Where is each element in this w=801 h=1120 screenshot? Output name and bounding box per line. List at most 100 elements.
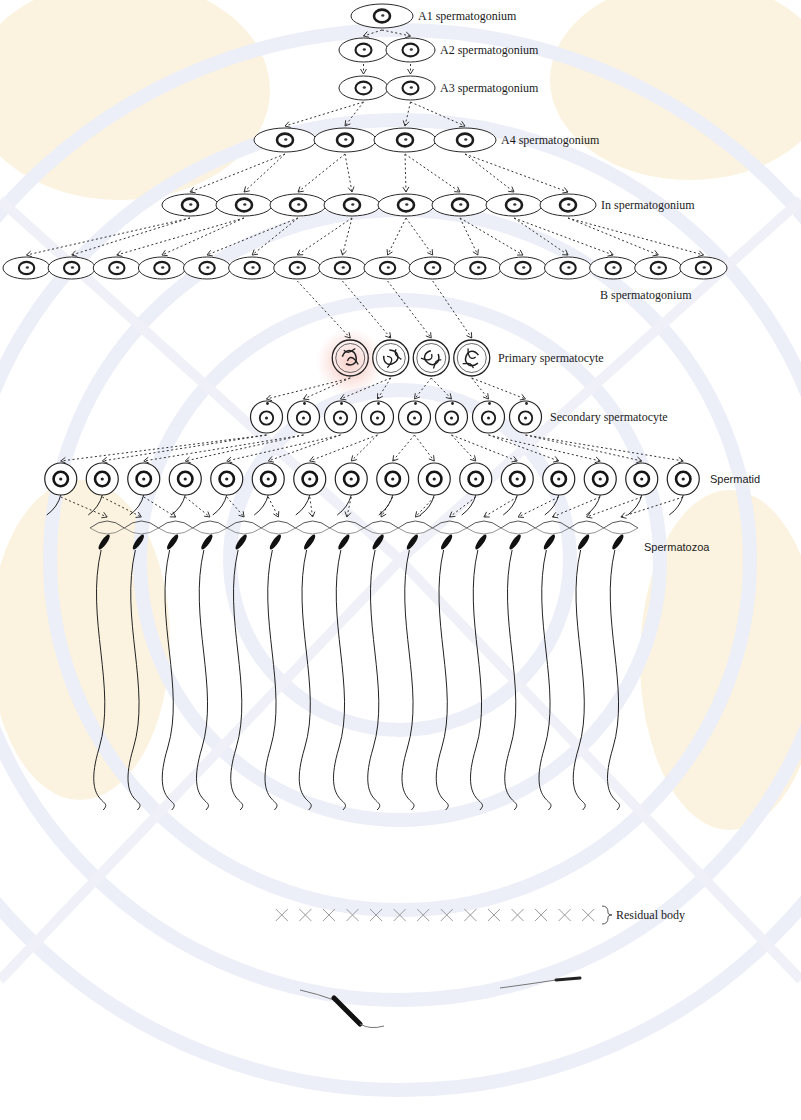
- cytoplasm-arc: [604, 521, 638, 528]
- arrow-head: [252, 250, 258, 255]
- spermatid-cell: [169, 463, 201, 495]
- spermatid-cell: [335, 463, 367, 495]
- dotted-connector: [406, 218, 433, 255]
- cell-illustration: [90, 518, 638, 558]
- stage-label: A1 spermatogonium: [418, 9, 516, 23]
- dotted-connector: [415, 435, 435, 461]
- sperm-head: [97, 533, 112, 551]
- residual-fragment: [559, 909, 571, 921]
- cell-nucleus: [54, 472, 68, 486]
- dotted-arrow-group: [61, 497, 684, 518]
- spermatogonium-cell: [314, 128, 376, 152]
- secondary-spermatocyte-cell: [510, 401, 542, 433]
- spermatogonium-cell: [386, 76, 435, 100]
- dotted-connector: [388, 218, 406, 255]
- cell-nucleus: [445, 411, 458, 424]
- cell-nucleus: [560, 199, 576, 212]
- cell-row: Spermatozoa: [90, 518, 638, 558]
- cell-nucleus: [482, 411, 495, 424]
- sperm-tail: [505, 550, 517, 810]
- spermatid-cell: [543, 463, 575, 495]
- centriole: [525, 402, 528, 405]
- sperm-tail: [197, 550, 209, 810]
- cell-row: Residual body: [270, 905, 600, 925]
- spermatid-tail: [545, 495, 559, 515]
- residual-fragment: [559, 909, 571, 921]
- stage-label: Secondary spermatocyte: [550, 410, 668, 424]
- arrow-head: [117, 251, 123, 257]
- sperm-tail: [608, 550, 620, 810]
- arrow-head: [518, 512, 524, 517]
- arrow-head: [341, 249, 347, 255]
- cell-row: B spermatogonium: [4, 256, 726, 280]
- brace-symbol: [602, 906, 612, 924]
- spermatid-tail: [462, 495, 476, 515]
- spermatogonium-cell: [540, 194, 596, 216]
- sperm-tail: [334, 550, 346, 810]
- arrow-head: [304, 394, 310, 399]
- cell-nucleus: [403, 82, 419, 95]
- sperm-tail: [128, 550, 140, 810]
- cell-nucleus: [334, 411, 347, 424]
- nucleolus: [297, 266, 300, 269]
- arrow-head: [587, 512, 593, 518]
- spermatid-tail: [47, 495, 61, 515]
- cell-illustration: [4, 256, 726, 280]
- cytoplasm-arc: [604, 528, 638, 534]
- nucleolus: [410, 86, 413, 89]
- dotted-connector: [297, 281, 350, 338]
- cell-nucleus: [398, 199, 414, 212]
- decoration: [0, 30, 801, 1090]
- nucleolus: [516, 477, 519, 480]
- sperm-head: [302, 533, 317, 551]
- dotted-connector: [304, 378, 351, 399]
- dotted-connector: [460, 218, 523, 255]
- cytoplasm-arc: [227, 521, 261, 528]
- cytoplasm-arc: [433, 528, 467, 534]
- dotted-connector: [345, 102, 364, 126]
- nucleolus: [450, 417, 453, 420]
- nucleolus: [265, 417, 268, 420]
- cytoplasm-arc: [261, 528, 295, 534]
- secondary-spermatocyte-cell: [325, 401, 357, 433]
- dotted-connector: [393, 435, 415, 461]
- centriole: [414, 402, 417, 405]
- spermatogonium-cell: [434, 128, 496, 152]
- spermatid-cell: [86, 463, 118, 495]
- cytoplasm-arc: [535, 521, 569, 528]
- nucleolus: [342, 266, 345, 269]
- cell-nucleus: [552, 472, 566, 486]
- decoration: [300, 990, 334, 1000]
- sperm-head: [610, 533, 625, 551]
- dotted-connector: [144, 497, 176, 517]
- arrow-head: [427, 249, 432, 255]
- nucleolus: [567, 266, 570, 269]
- cytoplasm-arc: [501, 528, 535, 534]
- cell-row: A2 spermatogonium: [340, 37, 434, 63]
- residual-fragment: [441, 909, 453, 921]
- arrow-head: [385, 332, 391, 338]
- spermatid-tail: [669, 495, 683, 515]
- dotted-connector: [341, 378, 391, 399]
- cell-nucleus: [515, 262, 530, 274]
- residual-fragment: [370, 909, 382, 921]
- residual-fragment: [535, 909, 547, 921]
- cell-nucleus: [137, 472, 151, 486]
- stage-label: Primary spermatocyte: [498, 351, 604, 365]
- sperm-head: [473, 533, 488, 551]
- arrow-head: [403, 187, 409, 192]
- cell-nucleus: [452, 199, 468, 212]
- cytoplasm-arc: [501, 521, 535, 528]
- nucleolus: [640, 477, 643, 480]
- residual-fragment: [417, 909, 429, 921]
- sperm-head: [405, 533, 420, 551]
- dotted-connector: [227, 435, 341, 461]
- nucleolus: [101, 477, 104, 480]
- arrow-head: [653, 250, 659, 256]
- chromosome: [394, 349, 401, 361]
- nucleolus: [376, 417, 379, 420]
- cell-nucleus: [457, 134, 473, 147]
- decoration: [550, 0, 801, 180]
- cell-row: A4 spermatogonium: [255, 127, 495, 153]
- cytoplasm-arc: [124, 528, 158, 534]
